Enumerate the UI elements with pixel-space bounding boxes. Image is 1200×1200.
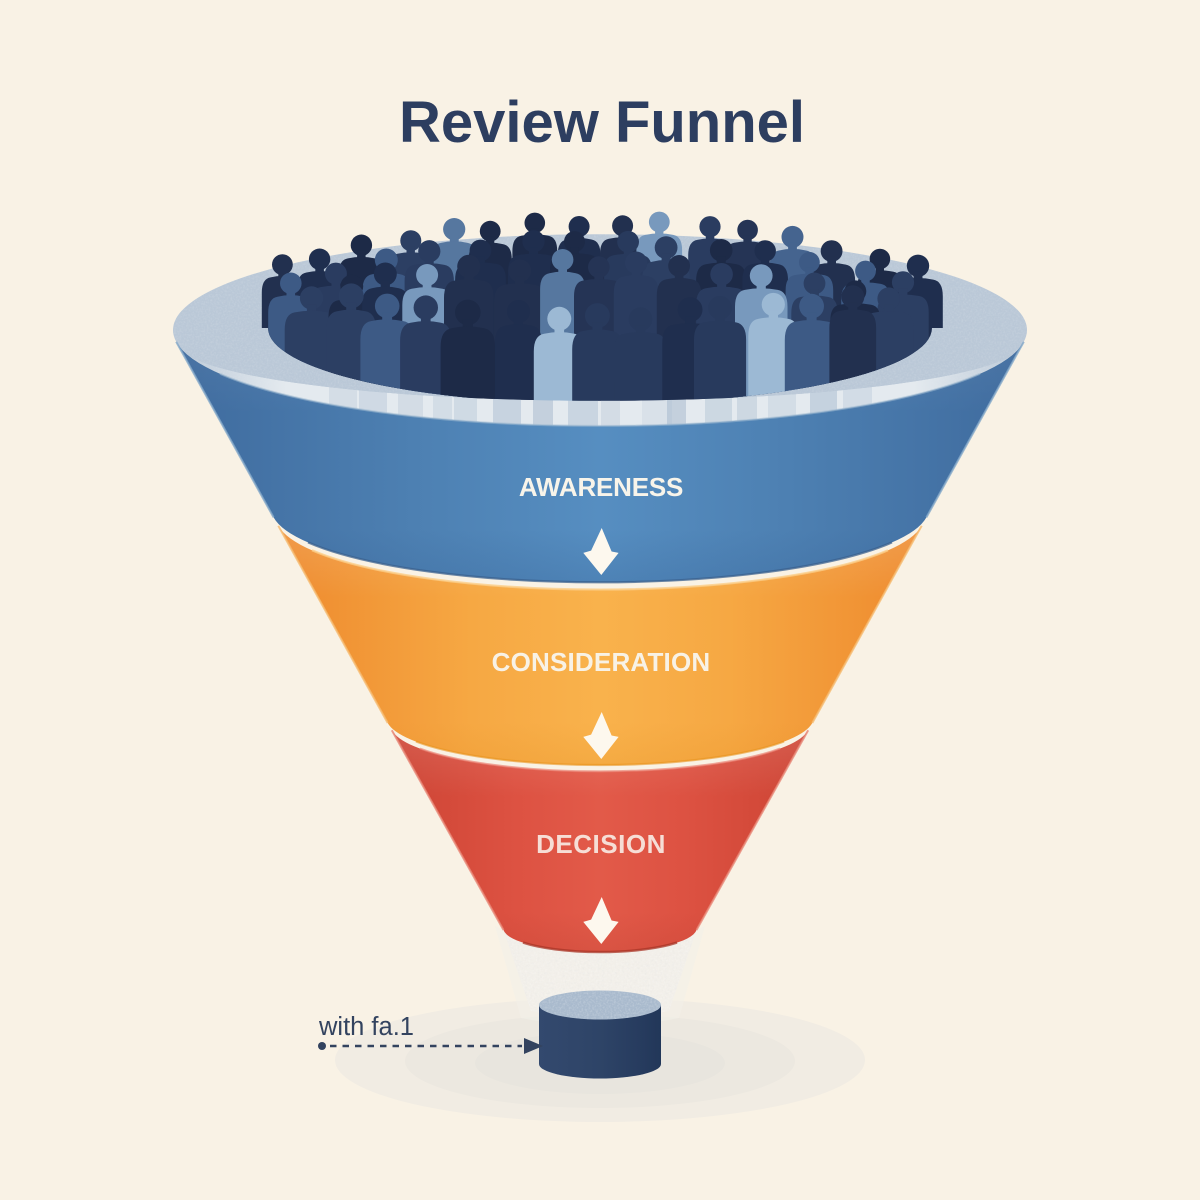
svg-text:with fa.1: with fa.1	[318, 1013, 414, 1041]
svg-text:DECISION: DECISION	[536, 829, 666, 859]
svg-text:Review Funnel: Review Funnel	[399, 90, 805, 155]
svg-text:CONSIDERATION: CONSIDERATION	[492, 647, 711, 677]
svg-text:AWARENESS: AWARENESS	[519, 472, 683, 502]
